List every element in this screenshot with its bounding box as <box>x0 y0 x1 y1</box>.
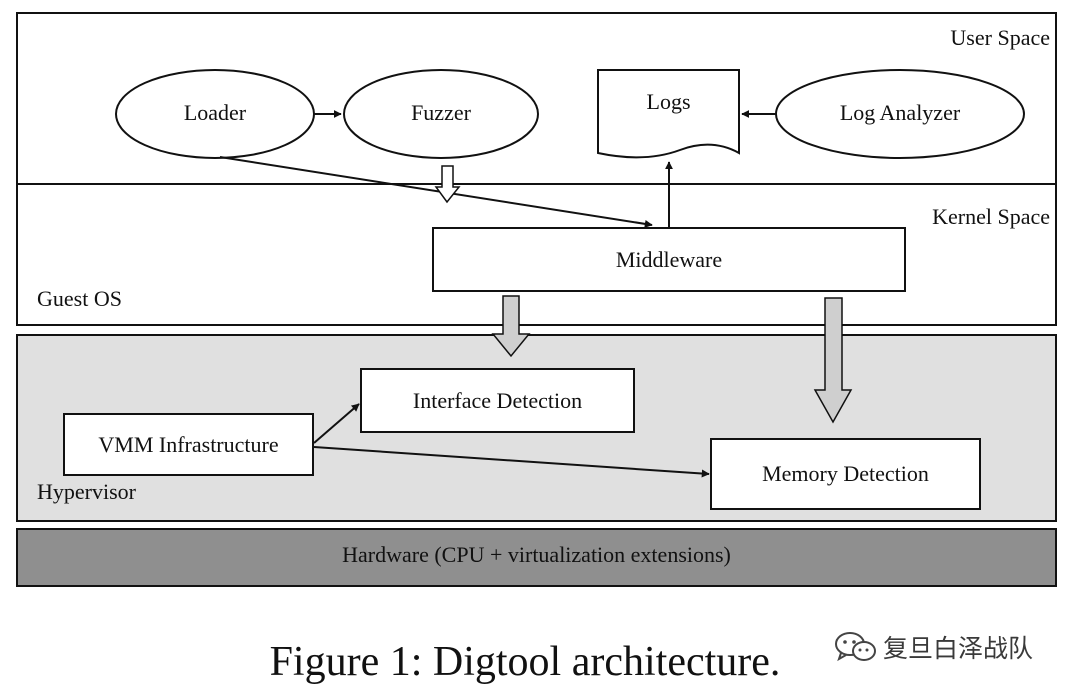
interface-detection-node: Interface Detection <box>360 368 635 433</box>
user-space-label: User Space <box>950 25 1050 50</box>
hardware-label: Hardware (CPU + virtualization extension… <box>342 542 731 567</box>
middleware-interface-block-arrow <box>491 295 531 358</box>
wechat-icon <box>835 632 876 662</box>
kernel-space-label: Kernel Space <box>932 204 1050 229</box>
middleware-memory-block-arrow <box>813 297 853 424</box>
memory-detection-node: Memory Detection <box>710 438 981 510</box>
guest-os-label: Guest OS <box>37 286 122 311</box>
watermark: 复旦白泽战队 <box>833 629 1033 665</box>
logs-node <box>597 69 740 159</box>
figure-caption: Figure 1: Digtool architecture. <box>269 639 781 685</box>
fuzzer-label: Fuzzer <box>411 100 471 125</box>
logs-label: Logs <box>646 89 691 114</box>
middleware-node: Middleware <box>432 227 906 292</box>
loader-label: Loader <box>183 100 247 125</box>
fuzzer-node <box>343 69 539 159</box>
log-analyzer-label: Log Analyzer <box>839 100 961 125</box>
vmm-to-memory-arrow <box>313 446 710 478</box>
fuzzer-block-arrow <box>434 165 461 204</box>
hypervisor-label: Hypervisor <box>37 479 136 504</box>
loader-to-middleware-arrow <box>219 156 653 228</box>
watermark-text: 复旦白泽战队 <box>883 634 1034 663</box>
vmm-infrastructure-node: VMM Infrastructure <box>63 413 314 476</box>
vmm-to-interface-arrow <box>313 403 360 444</box>
hardware-layer <box>16 528 1057 587</box>
